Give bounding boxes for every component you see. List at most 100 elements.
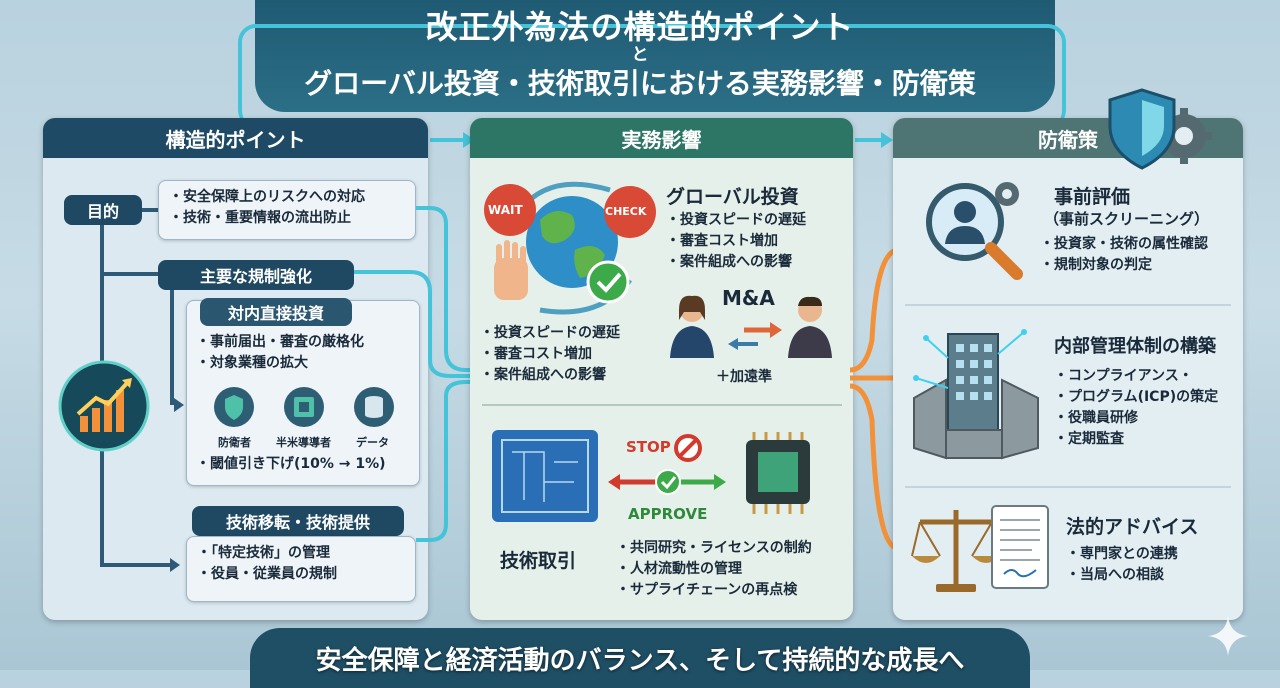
flow-line-top	[238, 24, 1066, 128]
arrow-head-1	[463, 132, 475, 148]
tech-item: 「特定技術」の管理	[197, 543, 405, 564]
title-band	[255, 0, 1055, 112]
connector-arrow-fdi	[174, 398, 184, 412]
regulation-chart-icon	[58, 360, 150, 452]
checkmark-icon	[586, 260, 630, 304]
signature-line	[1003, 569, 1037, 578]
global-item: 案件組成への影響	[666, 252, 806, 273]
building-windows	[956, 344, 992, 400]
link-line-purpose	[416, 206, 474, 372]
tech-trade-item: 共同研究・ライセンスの制約	[616, 538, 812, 559]
scales-icon-strings	[911, 521, 1001, 557]
fdi-icons	[214, 387, 394, 427]
person-icon-head	[954, 201, 976, 223]
person-icon-body	[945, 226, 985, 244]
chip-pins	[752, 432, 804, 514]
ma-note: ＋加遠準	[716, 369, 772, 385]
network-node	[1021, 329, 1027, 335]
connector-to-purpose-box	[140, 208, 160, 212]
global-item: 投資スピードの遅延	[666, 210, 806, 231]
chip-icon-core	[758, 452, 798, 492]
defense-item: 専門家との連携	[1066, 544, 1178, 565]
defense-items-legal: 専門家との連携 当局への相談	[1066, 544, 1178, 586]
person-icon-man-body	[788, 326, 832, 358]
defense-item: 規制対象の判定	[1040, 255, 1208, 276]
connector-to-tech	[100, 563, 170, 567]
scales-icon-left-pan	[912, 556, 940, 563]
structure-header: 構造的ポイント	[43, 118, 428, 158]
ma-illustration	[670, 295, 832, 358]
approve-check-icon	[655, 469, 681, 495]
impact-item: 審査コスト増加	[480, 344, 620, 365]
defense-subtitle-screening: （事前スクリーニング）	[1044, 210, 1210, 228]
magnifier-handle	[985, 242, 1023, 280]
arrowhead-right	[714, 474, 726, 490]
panel-arrows	[430, 132, 893, 148]
document-lines	[1000, 519, 1040, 561]
impact-item: 投資スピードの遅延	[480, 323, 620, 344]
chart-icon-trend	[76, 380, 130, 416]
defense-divider	[905, 486, 1231, 488]
chart-icon-bar	[104, 400, 112, 432]
purpose-item: 技術・重要情報の流出防止	[169, 208, 405, 229]
tech-box: 「特定技術」の管理 役員・従業員の規制	[186, 536, 416, 602]
wall-icon	[913, 378, 1039, 460]
check-badge	[604, 186, 656, 238]
icon-label-defense: 防衛者	[218, 436, 251, 449]
defense-title-legal: 法的アドバイス	[1066, 516, 1199, 538]
connector-to-chart-icon	[100, 345, 104, 355]
database-icon-body	[365, 399, 383, 415]
scales-document-illustration	[911, 505, 1049, 592]
defense-item-continued: プログラム(ICP)の策定	[1068, 389, 1219, 405]
defense-title-internal: 内部管理体制の構築	[1054, 336, 1216, 357]
tech-trade-item: 人材流動性の管理	[616, 559, 812, 580]
fdi-item: 事前届出・審査の厳格化	[196, 332, 364, 353]
ma-label: M&A	[722, 286, 775, 310]
ma-arrowhead-left	[728, 338, 738, 350]
hand-finger	[504, 240, 510, 262]
document-icon	[991, 505, 1049, 589]
defense-item: コンプライアンス・	[1054, 366, 1218, 387]
shield-gear-badge	[1108, 88, 1212, 170]
defense-items-internal: コンプライアンス・ プログラム(ICP)の策定 役職員研修 定期監査	[1054, 366, 1218, 450]
connector-to-regulation	[100, 272, 160, 276]
impact-left-items: 投資スピードの遅延 審査コスト増加 案件組成への影響	[480, 323, 620, 386]
defense-item: プログラム(ICP)の策定	[1054, 387, 1218, 408]
structure-to-impact-lines	[354, 206, 484, 542]
building-wall-illustration	[913, 329, 1039, 460]
orange-arrow-top	[849, 247, 902, 373]
global-items: 投資スピードの遅延 審査コスト増加 案件組成への影響	[666, 210, 806, 273]
chip-icon-core	[299, 402, 309, 412]
sparkle-icon	[1208, 616, 1248, 656]
purpose-item: 安全保障上のリスクへの対応	[169, 187, 405, 208]
defense-title-screening: 事前評価	[1054, 186, 1131, 208]
chart-icon-bar	[116, 390, 124, 432]
title-connector: と	[631, 45, 649, 65]
defense-item: 定期監査	[1054, 429, 1218, 450]
main-title: 改正外為法の構造的ポイント	[425, 8, 855, 46]
checkmark-path	[596, 272, 622, 293]
person-icon-woman-hair	[679, 295, 705, 320]
defense-divider	[905, 304, 1231, 306]
wait-badge	[484, 184, 536, 236]
tech-item: 役員・従業員の規制	[197, 564, 405, 585]
database-icon-bottom	[365, 412, 383, 418]
hand-stop-icon	[494, 258, 528, 300]
ma-arrowhead-right	[770, 322, 782, 338]
defense-item: 投資家・技術の属性確認	[1040, 234, 1208, 255]
impact-header: 実務影響	[470, 118, 853, 158]
gear-icon-small-hole	[1002, 189, 1012, 199]
defense-items-screening: 投資家・技術の属性確認 規制対象の判定	[1040, 234, 1208, 276]
fdi-threshold: 閾値引き下げ(10% → 1%)	[196, 454, 386, 475]
defense-item: 当局への相談	[1066, 565, 1178, 586]
person-icon-man-hair	[798, 296, 822, 306]
hand-finger	[512, 242, 518, 264]
orange-arrow-bottom	[849, 383, 902, 551]
impact-item: 案件組成への影響	[480, 365, 620, 386]
global-title: グローバル投資	[666, 186, 799, 208]
tech-trade-items: 共同研究・ライセンスの制約 人材流動性の管理 サプライチェーンの再点検	[616, 538, 812, 601]
globe-land	[540, 211, 605, 278]
check-text: CHECK	[605, 205, 647, 218]
approve-text: APPROVE	[628, 505, 708, 523]
approve-check-path	[660, 476, 677, 490]
